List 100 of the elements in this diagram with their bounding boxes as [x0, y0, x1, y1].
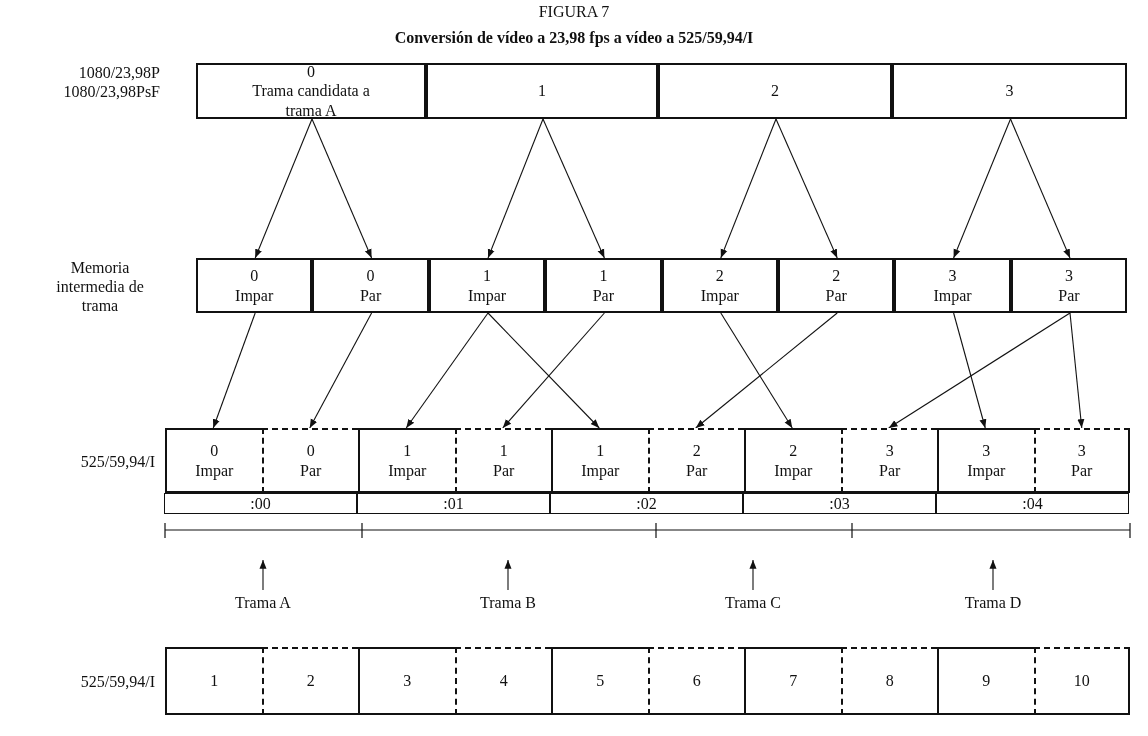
arrow — [309, 312, 373, 429]
timecode: :03 — [829, 495, 850, 512]
field-cell — [261, 647, 358, 715]
frame-number: 6 — [692, 671, 701, 691]
figure-number: FIGURA 7 — [537, 2, 611, 22]
frame-number: 1 — [403, 441, 412, 461]
frame-number: 2 — [771, 81, 779, 101]
row-label: Memoria intermedia de trama — [55, 258, 145, 317]
frame-number: 1 — [599, 266, 608, 286]
frame-box — [658, 63, 892, 119]
field-label: Par — [592, 285, 615, 305]
field-buffer-box — [1010, 258, 1128, 313]
field-cell — [744, 647, 841, 715]
timecode: :01 — [443, 495, 464, 512]
frame-number: 0 — [250, 266, 259, 286]
arrow — [212, 312, 256, 429]
timecode-cell — [743, 493, 936, 514]
frame-number: 3 — [885, 441, 894, 461]
field-cell — [840, 647, 937, 715]
arrow — [502, 312, 605, 429]
field-cell — [1033, 647, 1130, 715]
frame-number: 2 — [832, 266, 841, 286]
arrow — [1069, 312, 1085, 429]
field-label: Impar — [388, 460, 427, 480]
field-cell — [261, 428, 358, 493]
frame-number: 1 — [483, 266, 491, 286]
arrow — [775, 118, 838, 259]
frame-number: 3 — [982, 441, 991, 461]
frame-number: 0 — [307, 62, 315, 82]
field-cell — [744, 428, 841, 493]
field-buffer-box — [778, 258, 895, 313]
field-cell — [358, 647, 455, 715]
field-buffer-box — [312, 258, 429, 313]
field-cell — [454, 428, 551, 493]
field-label: Par — [1071, 460, 1093, 480]
field-cell — [165, 647, 262, 715]
diagram-title: Conversión de vídeo a 23,98 fps a vídeo a 525/59,94/I — [393, 28, 755, 49]
arrow — [254, 118, 313, 259]
row-label: 1080/23,98P 1080/23,98PsF — [62, 63, 160, 103]
field-cell — [1033, 428, 1130, 493]
row-label: 525/59,94/I — [79, 452, 155, 472]
arrow — [1009, 118, 1071, 259]
field-cell — [937, 647, 1034, 715]
field-cell — [165, 428, 262, 493]
field-cell — [647, 647, 744, 715]
frame-number: 1 — [499, 441, 508, 461]
field-label: Par — [359, 285, 382, 305]
arrow — [487, 118, 544, 259]
frame-box — [196, 63, 426, 119]
field-cell — [454, 647, 551, 715]
field-cell — [551, 647, 648, 715]
timecode: :00 — [250, 495, 271, 512]
frame-number: 3 — [1077, 441, 1086, 461]
field-label: Impar — [467, 285, 507, 305]
frame-number: 2 — [692, 441, 701, 461]
field-label: Impar — [581, 460, 620, 480]
frame-number: 1 — [596, 441, 605, 461]
frame-number: 2 — [789, 441, 798, 461]
arrow — [695, 312, 838, 429]
timecode: :02 — [636, 495, 657, 512]
field-cell — [551, 428, 648, 493]
frame-number: 2 — [715, 266, 724, 286]
field-cell — [358, 428, 455, 493]
field-cell — [840, 428, 937, 493]
field-buffer-box — [196, 258, 313, 313]
arrow — [749, 559, 757, 591]
timecode: :04 — [1022, 495, 1043, 512]
field-label: Par — [825, 285, 847, 305]
field-label: Par — [1058, 285, 1080, 305]
field-cell — [647, 428, 744, 493]
field-label: Impar — [774, 460, 813, 480]
field-label: Trama candidata a trama A — [251, 81, 371, 120]
arrow — [487, 312, 600, 429]
frame-number: 0 — [366, 266, 375, 286]
field-label: Par — [879, 460, 901, 480]
frame-number: 10 — [1073, 671, 1090, 691]
arrow — [720, 312, 793, 429]
frame-number: 9 — [982, 671, 991, 691]
arrow — [720, 118, 777, 259]
timecode-cell — [550, 493, 743, 514]
frame-number: 2 — [306, 671, 315, 691]
arrow — [504, 559, 512, 591]
field-cell — [937, 428, 1034, 493]
arrow — [953, 312, 987, 429]
field-label: Impar — [235, 285, 274, 305]
frame-number: 3 — [948, 266, 957, 286]
field-buffer-box — [661, 258, 778, 313]
arrow — [311, 118, 373, 259]
row-label: 525/59,94/I — [79, 672, 155, 692]
frame-number: 5 — [596, 671, 605, 691]
frame-number: 7 — [789, 671, 798, 691]
arrow — [888, 312, 1071, 429]
frame-number: 3 — [1005, 81, 1014, 101]
timecode-cell — [357, 493, 550, 514]
field-label: Impar — [700, 285, 739, 305]
field-buffer-box — [894, 258, 1011, 313]
frame-number: 4 — [499, 671, 508, 691]
timecode-cell — [936, 493, 1129, 514]
frame-number: 1 — [538, 81, 546, 101]
frame-number: 1 — [210, 671, 219, 691]
